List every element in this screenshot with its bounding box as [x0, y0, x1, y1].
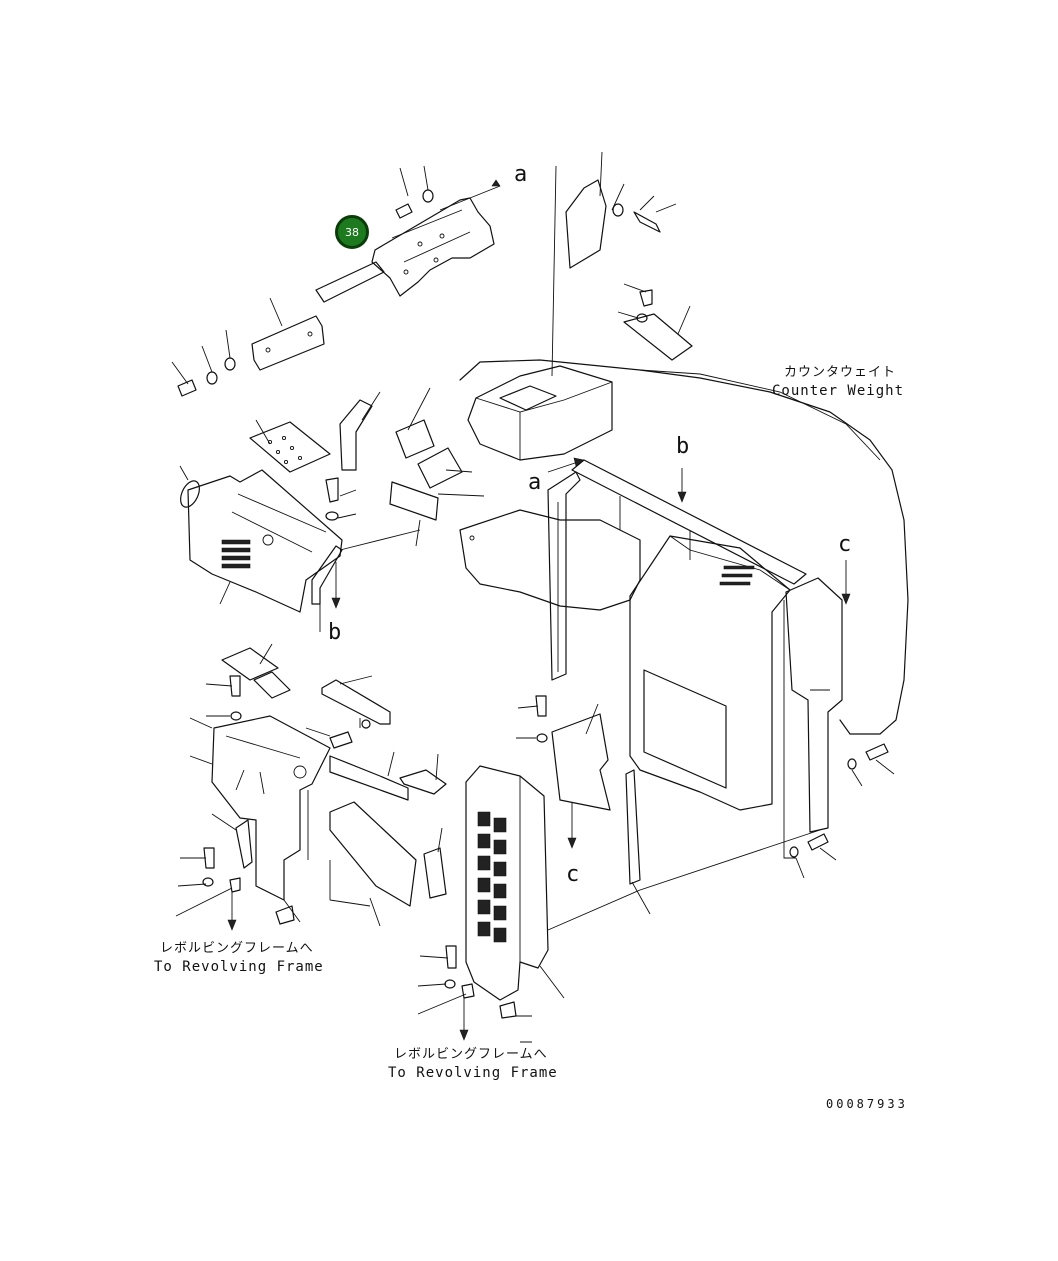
part-callout-38[interactable]: 38 [335, 215, 369, 249]
small-pads [389, 387, 485, 547]
ref-label-a-top: a [514, 162, 528, 187]
perforated-step-plates [221, 643, 291, 699]
grille-side-cover [465, 765, 821, 1001]
left-support-post [547, 471, 581, 681]
inner-frame-beam [571, 459, 807, 585]
ref-label-a-mid: a [528, 470, 542, 495]
upper-left-cover [251, 297, 325, 371]
arrow-revolving-left [227, 892, 237, 931]
vertical-seal-strip [625, 769, 651, 915]
arrow-c-lower [567, 802, 577, 849]
arrow-a-mid [547, 457, 585, 473]
arrow-c-right [841, 560, 851, 605]
ref-label-b-lower: b [328, 620, 342, 645]
bolts-mid-left [325, 477, 357, 521]
counterweight-inner-block [467, 365, 613, 461]
arrow-revolving-right [459, 998, 469, 1041]
ref-label-c-lower: c [566, 862, 580, 887]
small-ring [179, 465, 200, 508]
bolt-washers-upper-left [171, 329, 236, 397]
lower-left-cover [189, 715, 331, 901]
ref-label-b-upper: b [676, 434, 690, 459]
drawing-number: 00087933 [826, 1097, 908, 1111]
revolving-frame-right-en: To Revolving Frame [388, 1065, 558, 1081]
hood-bracket-top [565, 151, 677, 269]
counterweight-label-ja: カウンタウェイト [784, 365, 897, 380]
revolving-frame-left-ja: レボルビングフレームへ [160, 941, 314, 956]
left-vent-cover [187, 469, 343, 613]
bolt-washer-top [395, 165, 434, 219]
angle-bracket-upper [339, 391, 381, 471]
cover-arrow-a [439, 179, 501, 211]
arrow-b-upper [331, 562, 341, 609]
strap-left-lower [211, 813, 253, 869]
revolving-frame-left-en: To Revolving Frame [154, 959, 324, 975]
sound-pad-center [551, 703, 611, 811]
bolts-right-side [783, 600, 895, 879]
revolving-frame-right-ja: レボルビングフレームへ [394, 1047, 548, 1062]
ref-line-a-top [551, 165, 557, 377]
clip-lower-center [499, 1001, 532, 1043]
clip-lower-left [275, 905, 295, 925]
bolts-lower-left [175, 675, 242, 917]
strap-lower-left [311, 529, 421, 632]
cover-pad [315, 261, 385, 303]
bolts-center-lower [417, 695, 548, 1015]
pad-blocks-lower [283, 751, 447, 927]
perforated-plate [249, 419, 331, 473]
bolt-mid-lower [235, 727, 353, 795]
rail-bar-left [321, 675, 391, 729]
radiator-box [629, 535, 791, 811]
top-cover-plate [371, 197, 495, 297]
small-cover-right [617, 283, 693, 361]
right-post-assembly [785, 577, 843, 833]
arrow-b-mid [677, 468, 687, 503]
ref-label-c-right: c [838, 532, 852, 557]
counterweight-label-en: Counter Weight [772, 383, 905, 399]
counterweight-outline [459, 359, 909, 735]
